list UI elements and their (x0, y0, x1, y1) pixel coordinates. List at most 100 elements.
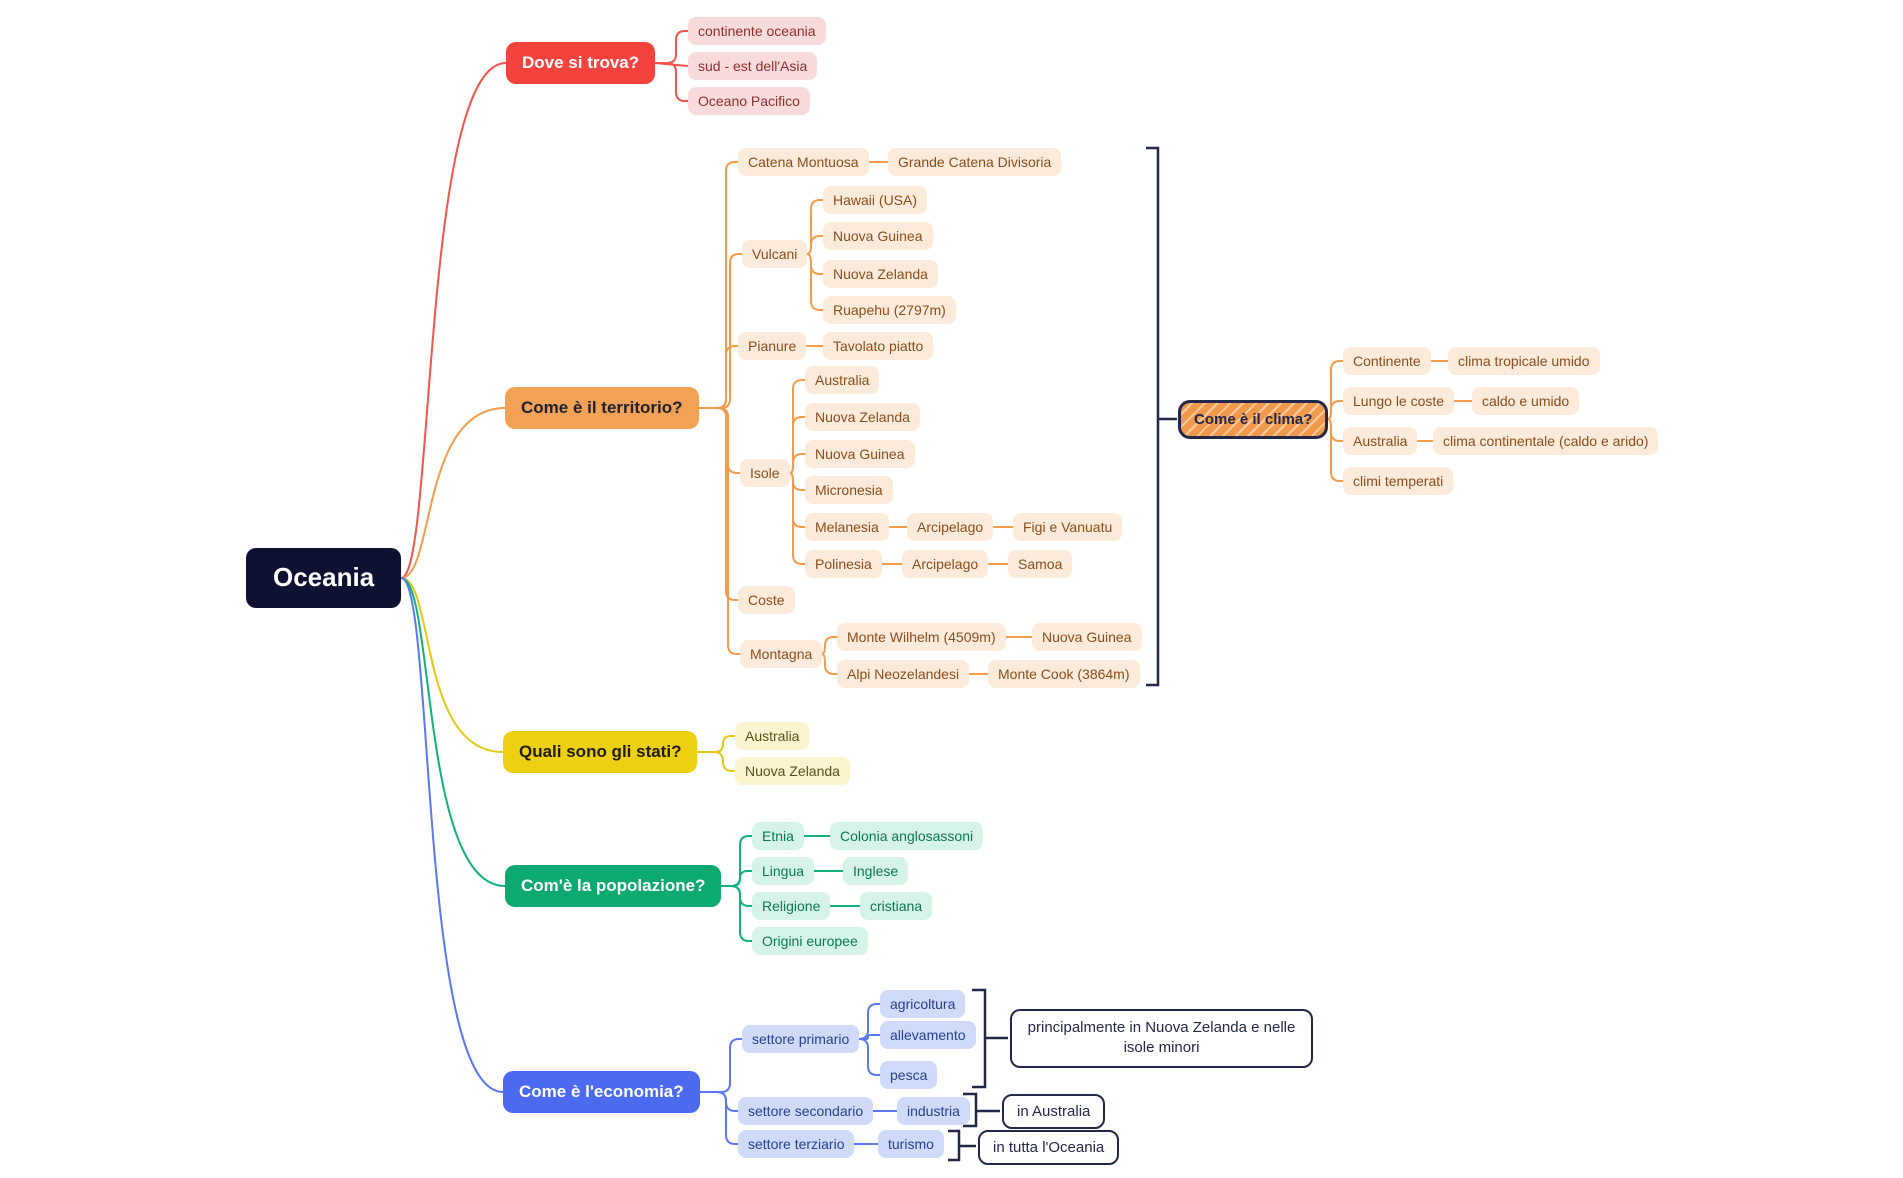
edge-q5-e3 (699, 1091, 739, 1145)
edge-q1-q1c2 (654, 62, 689, 67)
mindmap-node-alpi-neozelandesi[interactable]: Alpi Neozelandesi (837, 660, 970, 689)
mindmap-node-monte-wilhelm-4509m[interactable]: Monte Wilhelm (4509m) (837, 623, 1006, 652)
bracket-4 (948, 1129, 976, 1162)
edge-t4-t4d (789, 472, 806, 491)
edge-q4-p4 (720, 885, 753, 942)
mindmap-node-sud-est-dell-asia[interactable]: sud - est dell'Asia (688, 52, 818, 81)
mindmap-node-isole[interactable]: Isole (740, 459, 790, 488)
edge-root-q3 (400, 577, 504, 753)
mindmap-node-pianure[interactable]: Pianure (738, 332, 807, 361)
mindmap-node-com-la-popolazione[interactable]: Com'è la popolazione? (505, 865, 722, 907)
mindmap-node-hawaii-usa[interactable]: Hawaii (USA) (823, 186, 928, 215)
edge-t2-t2a (806, 199, 824, 255)
mindmap-node-lingua[interactable]: Lingua (752, 857, 815, 886)
edge-t4-t4a (789, 379, 806, 474)
edge-q2-t3 (698, 345, 739, 409)
mindmap-node-australia[interactable]: Australia (1343, 427, 1418, 456)
edge-e1-e1b (858, 1034, 881, 1040)
mindmap-node-caldo-e-umido[interactable]: caldo e umido (1472, 387, 1580, 416)
mindmap-node-colonia-anglosassoni[interactable]: Colonia anglosassoni (830, 822, 984, 851)
mindmap-node-dove-si-trova[interactable]: Dove si trova? (506, 42, 656, 84)
edge-e1-e1c (858, 1038, 881, 1076)
mindmap-node-polinesia[interactable]: Polinesia (805, 550, 882, 579)
mindmap-node-allevamento[interactable]: allevamento (880, 1021, 976, 1050)
mindmap-node-australia[interactable]: Australia (735, 722, 810, 751)
mindmap-node-quali-sono-gli-stati[interactable]: Quali sono gli stati? (503, 731, 698, 773)
edge-t2-t2b (806, 235, 824, 255)
mindmap-node-inglese[interactable]: Inglese (843, 857, 909, 886)
edge-root-q4 (400, 577, 506, 887)
mindmap-node-tavolato-piatto[interactable]: Tavolato piatto (823, 332, 934, 361)
edge-q4-p3 (720, 885, 753, 907)
mindmap-node-ruapehu-2797m[interactable]: Ruapehu (2797m) (823, 296, 956, 325)
mindmap-node-nuova-guinea[interactable]: Nuova Guinea (805, 440, 915, 469)
edge-t4-t4e (789, 472, 806, 528)
edge-q1-q1c3 (654, 62, 689, 102)
edge-q2-t1 (698, 161, 739, 409)
mindmap-node-etnia[interactable]: Etnia (752, 822, 804, 851)
edge-root-q5 (400, 577, 504, 1093)
mindmap-node-come-il-clima[interactable]: Come è il clima? (1178, 400, 1329, 440)
edge-e1-e1a (858, 1003, 881, 1040)
mindmap-node-clima-continentale-caldo-e-arido[interactable]: clima continentale (caldo e arido) (1433, 427, 1659, 456)
mindmap-node-nuova-guinea[interactable]: Nuova Guinea (1032, 623, 1142, 652)
edge-root-q2 (400, 407, 506, 579)
edge-clima-k4 (1327, 418, 1344, 482)
mindmap-node-nuova-zelanda[interactable]: Nuova Zelanda (823, 260, 938, 289)
mindmap-node-come-l-economia[interactable]: Come è l'economia? (503, 1071, 700, 1113)
mindmap-node-micronesia[interactable]: Micronesia (805, 476, 893, 505)
mindmap-node-coste[interactable]: Coste (738, 586, 795, 615)
mindmap-node-clima-tropicale-umido[interactable]: clima tropicale umido (1448, 347, 1600, 376)
edge-q3-s2 (696, 751, 736, 772)
edge-t4-t4b (789, 416, 806, 474)
mindmap-node-continente[interactable]: Continente (1343, 347, 1431, 376)
mindmap-node-come-il-territorio[interactable]: Come è il territorio? (505, 387, 699, 429)
mindmap-node-turismo[interactable]: turismo (878, 1130, 944, 1159)
mindmap-node-origini-europee[interactable]: Origini europee (752, 927, 868, 956)
edge-t6-t6b (821, 653, 838, 675)
mindmap-node-catena-montuosa[interactable]: Catena Montuosa (738, 148, 869, 177)
edge-t2-t2d (806, 253, 824, 311)
mindmap-node-principalmente-in-nuova-zelanda-e-nelle-isole-minori[interactable]: principalmente in Nuova Zelanda e nelle … (1010, 1009, 1313, 1068)
mindmap-node-nuova-zelanda[interactable]: Nuova Zelanda (735, 757, 850, 786)
mindmap-node-arcipelago[interactable]: Arcipelago (902, 550, 989, 579)
mindmap-node-grande-catena-divisoria[interactable]: Grande Catena Divisoria (888, 148, 1062, 177)
mindmap-node-climi-temperati[interactable]: climi temperati (1343, 467, 1454, 496)
mindmap-node-arcipelago[interactable]: Arcipelago (907, 513, 994, 542)
edge-t4-t4f (789, 472, 806, 565)
edge-q1-q1c1 (654, 30, 689, 64)
mindmap-node-pesca[interactable]: pesca (880, 1061, 938, 1090)
mindmap-node-oceania[interactable]: Oceania (246, 548, 402, 608)
mindmap-node-settore-terziario[interactable]: settore terziario (738, 1130, 855, 1159)
edge-q4-p2 (720, 870, 753, 887)
mindmap-node-in-tutta-l-oceania[interactable]: in tutta l'Oceania (978, 1130, 1120, 1166)
edge-q2-t5 (698, 407, 739, 601)
edge-q5-e1 (699, 1038, 743, 1093)
edge-t6-t6a (821, 636, 838, 655)
mindmap-node-nuova-guinea[interactable]: Nuova Guinea (823, 222, 933, 251)
edge-root-q1 (400, 62, 507, 579)
mindmap-node-settore-primario[interactable]: settore primario (742, 1025, 860, 1054)
mindmap-node-samoa[interactable]: Samoa (1008, 550, 1073, 579)
mindmap-node-nuova-zelanda[interactable]: Nuova Zelanda (805, 403, 920, 432)
mindmap-node-religione[interactable]: Religione (752, 892, 831, 921)
mindmap-node-industria[interactable]: industria (897, 1097, 970, 1126)
mindmap-node-montagna[interactable]: Montagna (740, 640, 823, 669)
mindmap-node-monte-cook-3864m[interactable]: Monte Cook (3864m) (988, 660, 1140, 689)
mindmap-node-melanesia[interactable]: Melanesia (805, 513, 889, 542)
edge-t4-t4c (789, 453, 806, 474)
mindmap-node-australia[interactable]: Australia (805, 366, 880, 395)
mindmap-node-lungo-le-coste[interactable]: Lungo le coste (1343, 387, 1455, 416)
mindmap-node-settore-secondario[interactable]: settore secondario (738, 1097, 874, 1126)
mindmap-node-cristiana[interactable]: cristiana (860, 892, 933, 921)
edge-q3-s1 (696, 735, 736, 753)
edge-clima-k2 (1327, 400, 1344, 420)
mindmap-node-agricoltura[interactable]: agricoltura (880, 990, 966, 1019)
mindmap-node-figi-e-vanuatu[interactable]: Figi e Vanuatu (1013, 513, 1123, 542)
mindmap-node-vulcani[interactable]: Vulcani (742, 240, 808, 269)
mindmap-node-oceano-pacifico[interactable]: Oceano Pacifico (688, 87, 810, 116)
edge-t2-t2c (806, 253, 824, 275)
mindmap-node-in-australia[interactable]: in Australia (1002, 1094, 1106, 1130)
mindmap-node-continente-oceania[interactable]: continente oceania (688, 17, 826, 46)
